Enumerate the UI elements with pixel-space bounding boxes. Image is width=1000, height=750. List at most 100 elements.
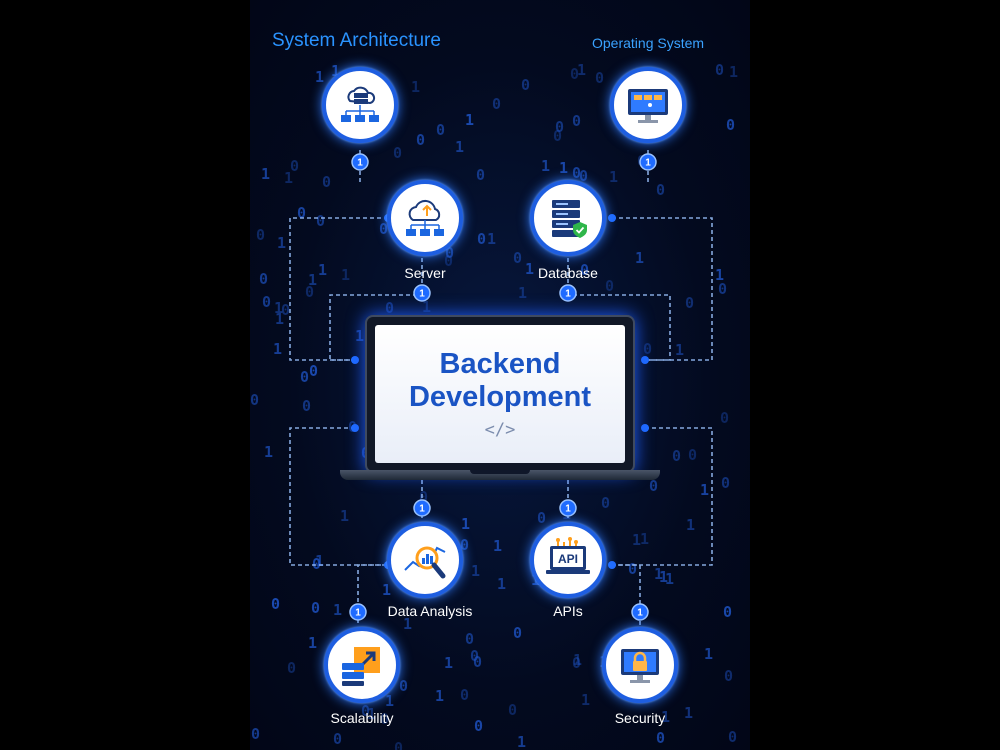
connector-badge: 1 bbox=[413, 284, 431, 302]
binary-digit: 0 bbox=[718, 280, 728, 298]
binary-digit: 1 bbox=[385, 692, 395, 710]
binary-digit: 0 bbox=[474, 717, 484, 735]
link-laptop-apis-loop bbox=[612, 427, 713, 566]
binary-digit: 1 bbox=[261, 165, 271, 183]
binary-digit: 1 bbox=[341, 266, 351, 284]
binary-digit: 0 bbox=[256, 226, 266, 244]
binary-digit: 1 bbox=[659, 568, 669, 586]
node-scalability[interactable] bbox=[324, 627, 400, 703]
node-data-analysis[interactable] bbox=[387, 522, 463, 598]
binary-digit: 0 bbox=[393, 144, 403, 162]
binary-digit: 1 bbox=[277, 234, 287, 252]
binary-digit: 0 bbox=[473, 653, 483, 671]
svg-text:1: 1 bbox=[355, 608, 361, 619]
binary-digit: 1 bbox=[497, 575, 507, 593]
binary-digit: 1 bbox=[581, 691, 591, 709]
binary-digit: 0 bbox=[715, 61, 725, 79]
link-database-right-loop bbox=[612, 217, 713, 361]
binary-digit: 0 bbox=[595, 69, 605, 87]
binary-digit: 0 bbox=[250, 391, 260, 409]
binary-digit: 0 bbox=[656, 729, 666, 747]
binary-digit: 0 bbox=[572, 654, 582, 672]
center-laptop: Backend Development </> bbox=[340, 315, 660, 480]
binary-digit: 1 bbox=[715, 266, 725, 284]
binary-digit: 0 bbox=[419, 488, 429, 506]
node-database[interactable] bbox=[530, 180, 606, 256]
node-security[interactable] bbox=[602, 627, 678, 703]
binary-digit: 0 bbox=[416, 131, 426, 149]
binary-digit: 1 bbox=[273, 340, 283, 358]
binary-digit: 1 bbox=[729, 63, 739, 81]
connector-badge: 1 bbox=[349, 603, 367, 621]
binary-digit: 0 bbox=[316, 212, 326, 230]
binary-digit: 0 bbox=[720, 409, 730, 427]
binary-digit: 0 bbox=[513, 624, 523, 642]
binary-digit: 1 bbox=[422, 298, 432, 316]
binary-digit: 0 bbox=[605, 277, 615, 295]
binary-digit: 0 bbox=[724, 667, 734, 685]
link-database-laptop bbox=[567, 258, 671, 361]
connector-badge: 1 bbox=[559, 284, 577, 302]
binary-digit: 0 bbox=[399, 677, 409, 695]
binary-digit: 0 bbox=[601, 494, 611, 512]
binary-digit: 1 bbox=[635, 249, 645, 267]
binary-digit: 0 bbox=[728, 728, 738, 746]
scale-up-arrow-icon bbox=[342, 647, 380, 686]
binary-digit: 1 bbox=[577, 61, 587, 79]
binary-digit: 0 bbox=[290, 157, 300, 175]
label-apis: APIs bbox=[553, 603, 583, 619]
svg-text:1: 1 bbox=[419, 504, 425, 515]
node-operating-system[interactable] bbox=[610, 67, 686, 143]
binary-digit: 1 bbox=[609, 168, 619, 186]
label-data-analysis: Data Analysis bbox=[387, 603, 473, 619]
binary-digit: 0 bbox=[656, 181, 666, 199]
binary-digit: 0 bbox=[385, 299, 395, 317]
connector-badge: 1 bbox=[631, 603, 649, 621]
binary-digit: 0 bbox=[445, 244, 455, 262]
svg-text:1: 1 bbox=[637, 608, 643, 619]
label-scalability: Scalability bbox=[330, 710, 394, 726]
svg-text:1: 1 bbox=[357, 158, 363, 169]
binary-digit: 0 bbox=[300, 368, 310, 386]
binary-digit: 1 bbox=[333, 601, 343, 619]
svg-text:1: 1 bbox=[645, 158, 651, 169]
binary-digit: 0 bbox=[251, 725, 261, 743]
binary-digit: 0 bbox=[394, 739, 404, 750]
binary-digit: 0 bbox=[572, 112, 582, 130]
binary-digit: 1 bbox=[308, 271, 318, 289]
svg-text:API: API bbox=[558, 552, 578, 566]
binary-digit: 0 bbox=[322, 173, 332, 191]
binary-digit: 1 bbox=[518, 284, 528, 302]
binary-digit: 0 bbox=[302, 397, 312, 415]
label-server: Server bbox=[404, 265, 446, 281]
node-server[interactable] bbox=[387, 180, 463, 256]
binary-digit: 0 bbox=[572, 164, 582, 182]
binary-digit: 0 bbox=[649, 477, 659, 495]
node-system-architecture[interactable] bbox=[322, 67, 398, 143]
link-laptop-dataanalysis-loop bbox=[289, 427, 388, 566]
binary-digit: 1 bbox=[444, 654, 454, 672]
network-servers-icon bbox=[341, 86, 379, 122]
binary-digit: 0 bbox=[470, 647, 480, 665]
binary-digit: 0 bbox=[513, 249, 523, 267]
binary-digit: 0 bbox=[580, 261, 590, 279]
binary-digit: 1 bbox=[632, 531, 642, 549]
binary-digit: 1 bbox=[403, 615, 413, 633]
node-apis[interactable]: API bbox=[530, 522, 606, 598]
binary-digit: 0 bbox=[477, 230, 487, 248]
binary-digit: 1 bbox=[487, 230, 497, 248]
binary-digit: 0 bbox=[555, 118, 565, 136]
binary-digit: 0 bbox=[333, 730, 343, 748]
magnifier-chart-icon bbox=[404, 546, 446, 579]
binary-digit: 1 bbox=[525, 260, 535, 278]
binary-digit: 1 bbox=[367, 705, 377, 723]
binary-digit: 1 bbox=[661, 708, 671, 726]
binary-digit: 0 bbox=[361, 702, 371, 720]
binary-digit: 0 bbox=[380, 710, 390, 728]
server-rack-shield-icon bbox=[552, 200, 587, 238]
binary-digit: 1 bbox=[517, 733, 527, 750]
connector-badge: 1 bbox=[413, 499, 431, 517]
binary-digit: 1 bbox=[435, 687, 445, 705]
binary-digit: 0 bbox=[721, 474, 731, 492]
binary-digit: 1 bbox=[704, 645, 714, 663]
